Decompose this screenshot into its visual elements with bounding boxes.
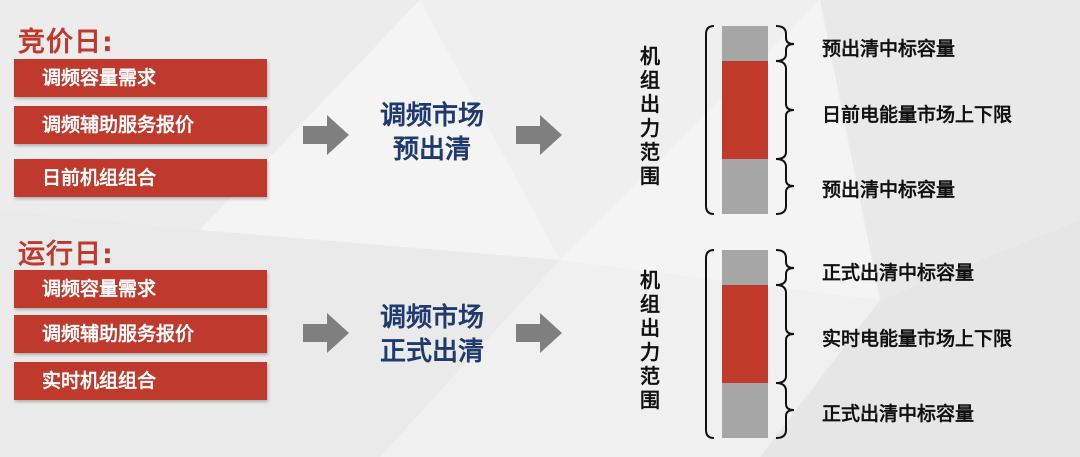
center-label-pre-clearing: 调频市场 预出清 [362,99,502,167]
right-label-lower: 预出清中标容量 [822,179,956,201]
vertical-label-output-range: 机 组 出 力 范 围 [636,268,664,412]
center-label-formal-clearing: 调频市场 正式出清 [362,301,502,369]
vertical-char: 围 [640,388,660,412]
input-box-capacity-demand: 调频容量需求 [14,270,267,308]
left-bracket-icon [705,25,715,215]
vertical-char: 机 [640,44,660,68]
vertical-char: 范 [640,140,660,164]
vertical-label-output-range: 机 组 出 力 范 围 [636,44,664,188]
output-range-bar [722,26,768,214]
arrow-right-icon [303,115,349,155]
input-box-service-bids: 调频辅助服务报价 [14,315,267,353]
bar-segment-lower [722,159,768,214]
arrow-right-icon [516,313,562,353]
right-brace-icon [775,25,795,215]
vertical-char: 组 [640,292,660,316]
bar-segment-middle [722,61,768,159]
heading-bidding-day: 竞价日: [18,27,114,58]
input-box-unit-commitment: 日前机组组合 [14,159,267,197]
vertical-char: 出 [640,92,660,116]
center-label-line-1: 调频市场 [379,101,484,131]
center-label-line-2: 预出清 [392,135,471,165]
bar-segment-upper [722,250,768,285]
center-label-line-2: 正式出清 [379,337,484,367]
right-label-upper: 正式出清中标容量 [822,262,975,284]
arrow-right-icon [303,313,349,353]
center-label-line-1: 调频市场 [379,303,484,333]
vertical-char: 力 [640,116,660,140]
input-box-unit-commitment: 实时机组组合 [14,362,267,400]
heading-operating-day: 运行日: [18,239,114,270]
vertical-char: 出 [640,316,660,340]
vertical-char: 范 [640,364,660,388]
bar-segment-lower [722,383,768,438]
right-label-middle: 日前电能量市场上下限 [822,104,1013,126]
input-box-capacity-demand: 调频容量需求 [14,59,267,97]
right-label-middle: 实时电能量市场上下限 [822,328,1013,350]
bar-segment-upper [722,26,768,61]
input-box-service-bids: 调频辅助服务报价 [14,106,267,144]
vertical-char: 力 [640,340,660,364]
arrow-right-icon [516,115,562,155]
right-label-lower: 正式出清中标容量 [822,403,975,425]
right-label-upper: 预出清中标容量 [822,38,956,60]
vertical-char: 组 [640,68,660,92]
output-range-bar [722,250,768,438]
bar-segment-middle [722,285,768,383]
vertical-char: 机 [640,268,660,292]
vertical-char: 围 [640,164,660,188]
right-brace-icon [775,249,795,439]
left-bracket-icon [705,249,715,439]
